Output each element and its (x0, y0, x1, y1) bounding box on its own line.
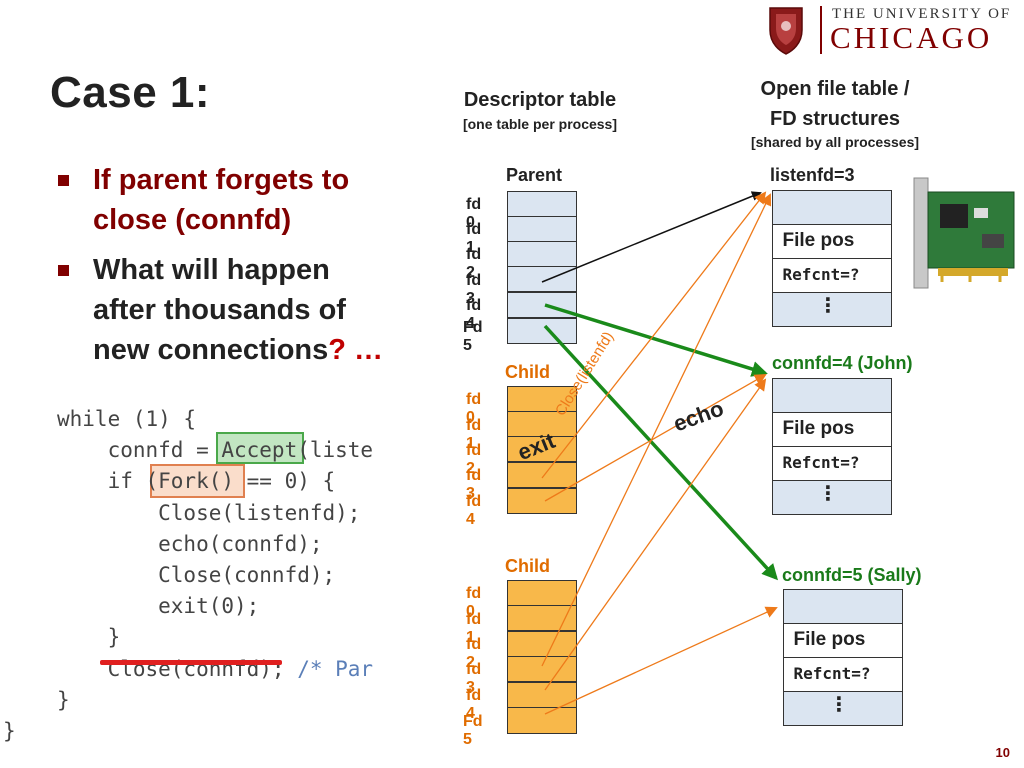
parent-fd-label: fd 4 (466, 297, 482, 332)
parent-fd-cell (507, 191, 577, 217)
strikethrough-mark (100, 660, 282, 665)
connfd-john-top-cell (771, 377, 892, 414)
logo-divider (820, 6, 822, 54)
parent-fd-label: fd 2 (466, 246, 482, 281)
child-1-fd-label: fd 2 (466, 442, 482, 477)
child-1-fd-cell (507, 462, 577, 488)
code-line: exit(0); (57, 594, 260, 618)
child-2-label: Child (505, 556, 550, 576)
child-2-fd-label: fd 1 (466, 611, 482, 646)
connfd-john-label: connfd=4 (John) (772, 353, 913, 373)
university-crest-icon (769, 7, 803, 55)
arrow-child2-fd4 (544, 378, 767, 691)
parent-fd-label: fd 0 (466, 196, 482, 231)
code-line: while (1) { (57, 407, 197, 431)
listenfd-dots: ⋮ (818, 295, 838, 317)
child-2-fd-label: fd 2 (466, 636, 482, 671)
child-1-fd-label: fd 0 (466, 391, 482, 426)
parent-fd-cell (507, 216, 577, 242)
bullet-1-text: If parent forgets to close (connfd) (93, 164, 350, 236)
network-card-icon (913, 177, 1015, 289)
child-2-fd-cell (507, 682, 577, 708)
university-name-line2: CHICAGO (830, 20, 993, 55)
parent-fd-cell (507, 241, 577, 267)
slide-title: Case 1: (50, 68, 211, 117)
code-line: } (57, 625, 121, 649)
code-line: if (Fork() == 0) { (57, 469, 336, 493)
code-comment: /* Par (297, 657, 374, 681)
parent-fd-label: fd 3 (466, 272, 482, 307)
bullet-2-suffix: ? … (328, 334, 384, 366)
university-logo: THE UNIVERSITY OF CHICAGO (766, 4, 1021, 56)
child-1-label: Child (505, 362, 550, 382)
code-line: } (57, 688, 70, 712)
open-file-table-title-2: FD structures (769, 108, 901, 130)
connfd-sally-entry: File pos Refcnt=? ⋮ (782, 588, 903, 726)
code-line: } (3, 719, 16, 743)
child-2-fd-label: fd 4 (466, 687, 482, 722)
child-1-fd-label: fd 1 (466, 417, 482, 452)
university-name-line1: THE UNIVERSITY OF (832, 6, 1012, 22)
connfd-sally-file-pos: File pos (782, 623, 903, 658)
connfd-john-file-pos: File pos (771, 412, 892, 447)
code-line: Close(connfd); (57, 563, 336, 587)
child-1-fd-label: fd 4 (466, 493, 482, 528)
parent-fd-cell (507, 318, 577, 344)
parent-fd-label: Fd 5 (463, 319, 483, 354)
parent-label: Parent (506, 165, 563, 185)
connfd-sally-label: connfd=5 (Sally) (782, 565, 922, 585)
bullet-square-icon (58, 175, 69, 186)
child-2-fd-cell (507, 656, 577, 682)
child-2-fd-label: fd 3 (466, 661, 482, 696)
descriptor-table-subtitle: [one table per process] (462, 116, 618, 132)
accept-highlight (216, 432, 304, 464)
connfd-sally-refcnt: Refcnt=? (782, 657, 903, 692)
parent-fd-label: fd 1 (466, 221, 482, 256)
listenfd-label: listenfd=3 (770, 165, 855, 185)
parent-fd-cell (507, 266, 577, 292)
arrow-child2-fd5 (544, 606, 778, 715)
open-file-table-subtitle: [shared by all processes] (750, 134, 920, 150)
page-number: 10 (995, 745, 1010, 760)
child-2-fd-label: Fd 5 (463, 713, 483, 748)
connfd-sally-dots: ⋮ (829, 694, 849, 716)
listenfd-refcnt: Refcnt=? (771, 258, 892, 293)
child-2-fd-cell (507, 580, 577, 606)
bullet-2-text: What will happen after thousands of new … (93, 250, 393, 370)
parent-fd-cell (507, 292, 577, 318)
descriptor-table-header: Descriptor table [one table per process] (440, 89, 640, 132)
connfd-john-entry: File pos Refcnt=? ⋮ (771, 377, 892, 515)
child-1-fd-label: fd 3 (466, 467, 482, 502)
connfd-john-dots: ⋮ (818, 483, 838, 505)
code-line: connfd = Accept(liste (57, 438, 374, 462)
code-line: Close(connfd); /* Par (57, 654, 374, 685)
child-1-fd-cell (507, 488, 577, 514)
child-2-fd-cell (507, 631, 577, 657)
echo-annotation: echo (670, 395, 727, 437)
code-line: Close(listenfd); (57, 501, 361, 525)
listenfd-entry: File pos Refcnt=? ⋮ (771, 189, 892, 327)
descriptor-table-title: Descriptor table (463, 89, 617, 111)
child-2-fd-cell (507, 605, 577, 631)
child-2-fd-label: fd 0 (466, 585, 482, 620)
arrow-parent-fd4 (544, 303, 768, 377)
listenfd-file-pos: File pos (771, 224, 892, 259)
fork-highlight (150, 464, 245, 498)
open-file-table-title-1: Open file table / (760, 78, 910, 100)
connfd-john-refcnt: Refcnt=? (771, 446, 892, 481)
connfd-sally-top-cell (782, 588, 903, 625)
bullet-square-icon (58, 265, 69, 276)
child-2-fd-cell (507, 707, 577, 734)
code-line: echo(connfd); (57, 532, 323, 556)
code-block: while (1) { connfd = Accept(liste if (Fo… (0, 404, 385, 744)
open-file-table-header: Open file table / FD structures [shared … (730, 74, 940, 150)
bullet-2-main: What will happen after thousands of new … (93, 254, 346, 366)
listenfd-top-cell (771, 189, 892, 226)
